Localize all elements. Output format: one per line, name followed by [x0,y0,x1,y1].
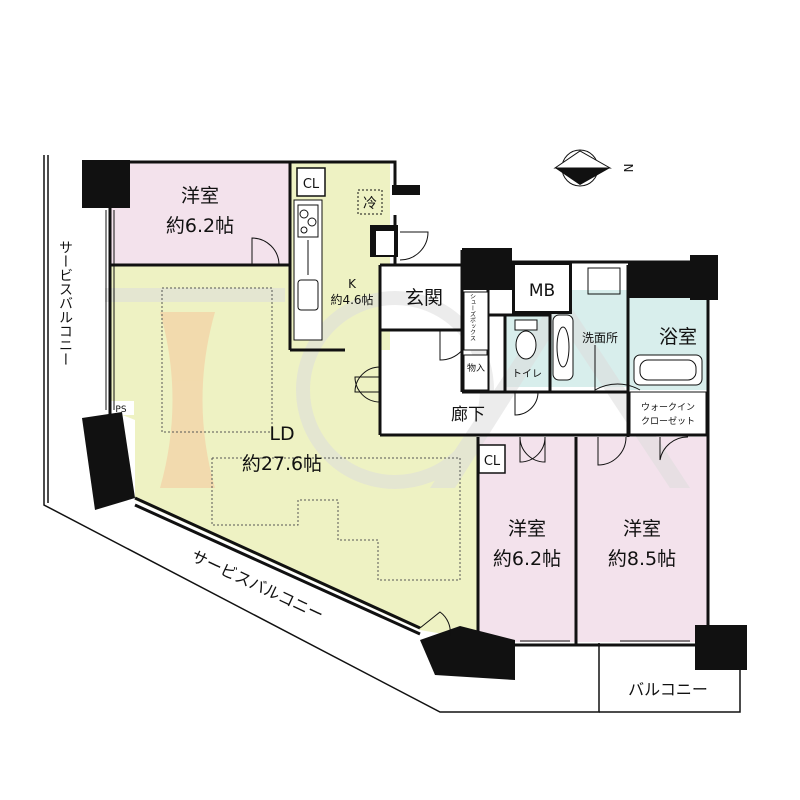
service-balcony-west-label: サービスバルコニー [57,240,73,366]
bedroom-nw-fill [110,162,290,265]
entrance-label: 玄関 [405,287,443,309]
bedroom-s2-name: 洋室 [623,518,661,540]
bedroom-s1-name: 洋室 [508,518,546,540]
bedroom-s2-area: 約8.5帖 [608,548,676,570]
corridor-label: 廊下 [451,405,485,425]
toilet-fixture [514,319,538,360]
doors [251,231,689,637]
cl-mid-label: CL [484,454,501,469]
kitchen-area: 約4.6帖 [330,292,373,307]
bathtub-fixture [633,354,703,386]
shoe-box [463,291,489,351]
fridge-label: 冷 [363,196,377,212]
cl-mid-box [478,444,506,474]
kitchen-counter [293,199,323,341]
bedroom-s2-fill [576,437,708,642]
windows [105,210,690,642]
sink-fixture [552,314,574,381]
bedroom-s1-area: 約6.2帖 [493,548,561,570]
wic-label-line2: クローゼット [641,415,695,427]
storage-label: 物入 [467,362,485,374]
shoe-box-label: シューズボックス [469,293,476,341]
washroom-label: 洗面所 [582,331,618,345]
compass-label: N [621,164,635,173]
balcony-outlines [43,155,741,713]
mb-label: MB [529,281,555,301]
bedroom-nw-name: 洋室 [181,185,219,207]
bedroom-nw-area: 約6.2帖 [166,215,234,237]
fridge-box [357,189,383,215]
ceiling-lines [161,287,461,581]
mb-box [513,263,571,313]
ld-area: 約27.6帖 [242,453,322,475]
balcony-label: バルコニー [628,680,708,699]
compass-icon [553,149,612,187]
cl-top-box [296,167,326,197]
ld-name: LD [269,423,294,445]
cl-top-label: CL [303,177,320,192]
kitchen-name: K [348,277,357,291]
column-inner [376,231,394,255]
washer-pan [587,267,621,295]
ps-label: PS [115,405,126,415]
bath-label: 浴室 [659,326,697,348]
wic-label-line1: ウォークイン [641,402,695,413]
wic-box [629,391,707,435]
storage-box [463,354,489,391]
toilet-label: トイレ [512,369,542,380]
